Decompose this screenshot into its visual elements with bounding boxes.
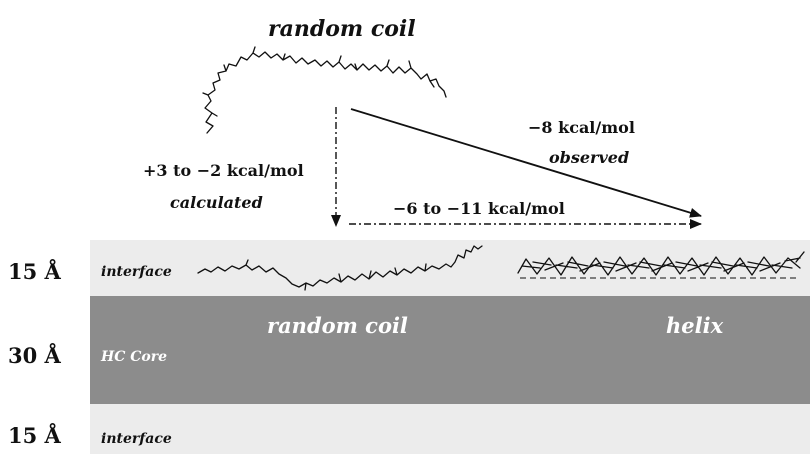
interface-random-coil-chain (197, 245, 483, 291)
water-random-coil-chain (202, 46, 447, 134)
hc-core-layer (90, 296, 810, 404)
interface-helix (517, 251, 805, 276)
interface-transfer-energy-text: −6 to −11 kcal/mol (393, 199, 565, 218)
top-interface-thickness: 15 Å (8, 259, 62, 284)
bottom-interface-layer (90, 404, 810, 454)
bottom-interface-thickness: 15 Å (8, 423, 62, 448)
core-helix-label: helix (666, 313, 724, 338)
core-random-coil-label: random coil (267, 313, 408, 338)
top-interface-layer (90, 240, 810, 296)
observed-energy-text: −8 kcal/mol (528, 118, 635, 137)
observed-folding-arrow (350, 108, 702, 218)
calculated-text: calculated (170, 193, 263, 212)
observed-text: observed (549, 148, 629, 167)
random-coil-title: random coil (268, 16, 416, 42)
hc-core-label: HC Core (100, 349, 167, 365)
top-interface-label: interface (101, 264, 172, 280)
core-thickness: 30 Å (8, 343, 62, 368)
calculated-energy-text: +3 to −2 kcal/mol (143, 161, 304, 180)
bottom-interface-label: interface (101, 431, 172, 447)
